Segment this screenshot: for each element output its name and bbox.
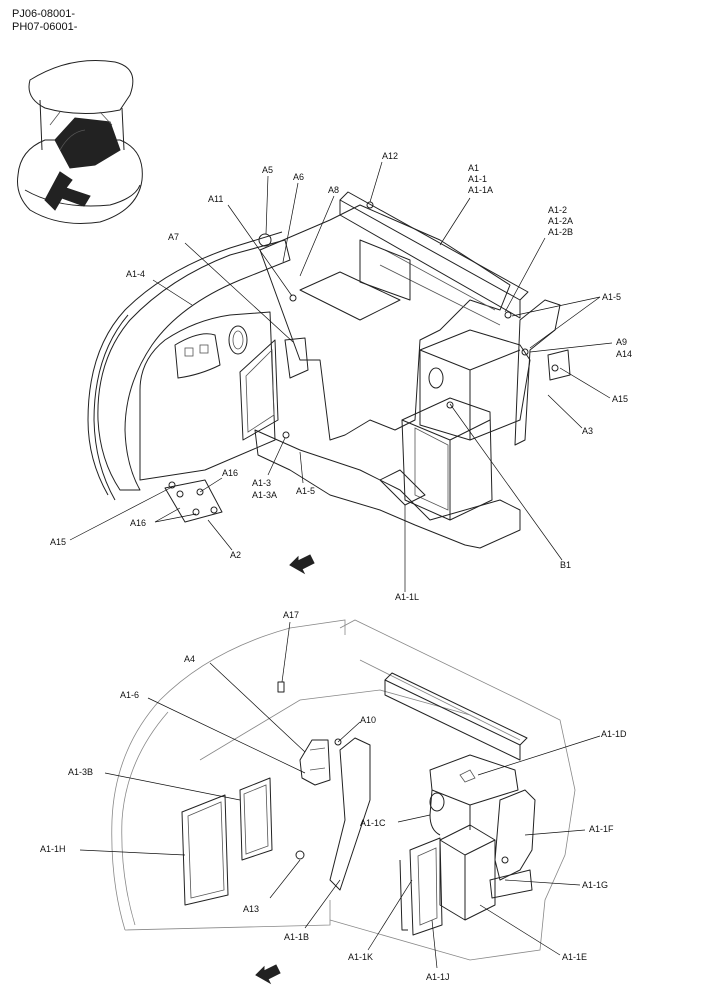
label-a1-1l: A1-1L [395,592,419,602]
bracket-a2 [164,479,223,523]
top-assembly [87,191,571,549]
label-a16-left: A16 [130,518,146,528]
bracket-a1-1f [494,789,536,881]
label-a16-top: A16 [222,468,238,478]
label-a1-5-bottom: A1-5 [296,486,315,496]
serial-range-1: PJ06-08001- [12,8,75,20]
label-a1-5-right: A1-5 [602,292,621,302]
main-frame [259,204,511,441]
label-a1: A1 [468,163,479,173]
label-a1-1: A1-1 [468,174,487,184]
label-a11: A11 [208,194,223,204]
label-a9: A9 [616,337,627,347]
label-a7: A7 [168,232,179,242]
callout-labels: A5 A6 A8 A11 A12 A7 A1 A1-1 A1-1A A1-2 A… [40,151,632,982]
label-a1-1d: A1-1D [601,729,627,739]
machine-thumbnail [17,59,143,224]
direction-arrow-icon-2 [255,964,281,985]
label-a1-1e: A1-1E [562,952,587,962]
label-a1-4: A1-4 [126,269,145,279]
label-a1-1b: A1-1B [284,932,309,942]
label-a1-3: A1-3 [252,478,271,488]
label-a1-2: A1-2 [548,205,567,215]
label-a14: A14 [616,349,632,359]
label-a10: A10 [360,715,376,725]
label-a1-1f: A1-1F [589,824,614,834]
direction-arrow-icon [289,554,315,575]
label-a6: A6 [293,172,304,182]
label-a1-3a: A1-3A [252,490,277,500]
pad-a1-3b [239,777,273,861]
label-a1-2b: A1-2B [548,227,573,237]
label-a1-1c: A1-1C [360,818,386,828]
label-a1-6: A1-6 [120,690,139,700]
label-b1: B1 [560,560,571,570]
plate-a1-3 [239,339,279,441]
knob-a5 [258,233,272,247]
label-a5: A5 [262,165,273,175]
pad-a1-1h [181,794,229,906]
floor-plate [254,429,521,549]
label-a1-1a: A1-1A [468,185,493,195]
label-a1-1h: A1-1H [40,844,66,854]
label-a1-2a: A1-2A [548,216,573,226]
label-a1-1k: A1-1K [348,952,373,962]
label-a17: A17 [283,610,299,620]
label-a12: A12 [382,151,398,161]
decal-a7 [284,337,309,379]
document-header: PJ06-08001- PH07-06001- [12,8,77,34]
serial-range-2: PH07-06001- [12,21,78,33]
bottom-assembly [111,619,576,961]
box-a1-1e [439,824,496,921]
label-a13: A13 [243,904,259,914]
box-a1-1j [409,837,443,936]
label-a1-1g: A1-1G [582,880,608,890]
label-a2: A2 [230,550,241,560]
leader-lines [69,161,613,969]
bracket-a3 [514,299,561,446]
label-a1-3b: A1-3B [68,767,93,777]
label-a1-1j: A1-1J [426,972,450,982]
label-a3: A3 [582,426,593,436]
bracket-a4 [299,739,331,786]
label-a4: A4 [184,654,195,664]
label-a15-right: A15 [612,394,628,404]
label-a15-left: A15 [50,537,66,547]
label-a8: A8 [328,185,339,195]
